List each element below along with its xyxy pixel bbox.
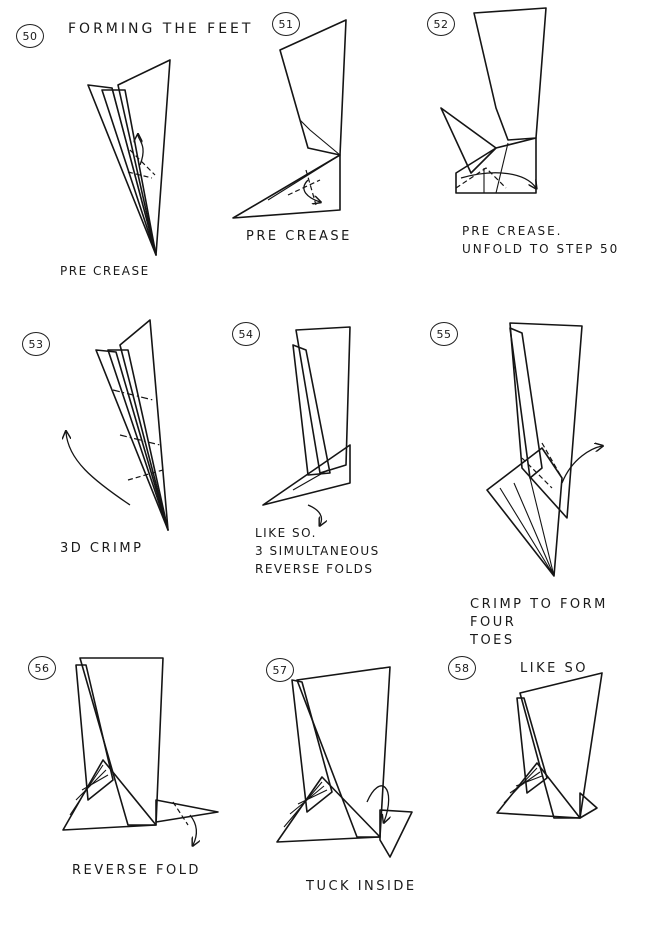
step-56-caption: REVERSE FOLD <box>72 863 201 878</box>
page-title: FORMING THE FEET <box>68 21 254 37</box>
step-50-caption: PRE CREASE <box>60 264 150 278</box>
step-58-diagram <box>496 672 603 819</box>
step-54-caption: LIKE SO. 3 SIMULTANEOUS REVERSE FOLDS <box>255 526 380 576</box>
step-number-58: 58 <box>448 656 476 680</box>
step-56-diagram <box>62 657 219 850</box>
step-number-54: 54 <box>232 322 260 346</box>
step-55-caption: CRIMP TO FORM FOUR TOES <box>470 597 608 648</box>
step-57-caption: TUCK INSIDE <box>306 879 417 894</box>
step-number-53: 53 <box>22 332 50 356</box>
step-55-diagram <box>486 322 622 577</box>
step-number-51: 51 <box>272 12 300 36</box>
step-53-diagram <box>58 319 169 531</box>
step-57-diagram <box>276 666 413 858</box>
step-54-diagram <box>262 326 351 525</box>
step-52-caption: PRE CREASE. UNFOLD TO STEP 50 <box>462 224 620 256</box>
step-number-52: 52 <box>427 12 455 36</box>
step-50-diagram <box>87 59 171 256</box>
step-51-caption: PRE CREASE <box>246 229 352 244</box>
step-53-caption: 3D CRIMP <box>60 541 144 556</box>
step-number-55: 55 <box>430 322 458 346</box>
step-58-caption: LIKE SO <box>520 661 588 676</box>
step-52-diagram <box>440 7 547 194</box>
step-number-57: 57 <box>266 658 294 682</box>
step-number-50: 50 <box>16 24 44 48</box>
step-number-56: 56 <box>28 656 56 680</box>
step-51-diagram <box>232 19 347 219</box>
